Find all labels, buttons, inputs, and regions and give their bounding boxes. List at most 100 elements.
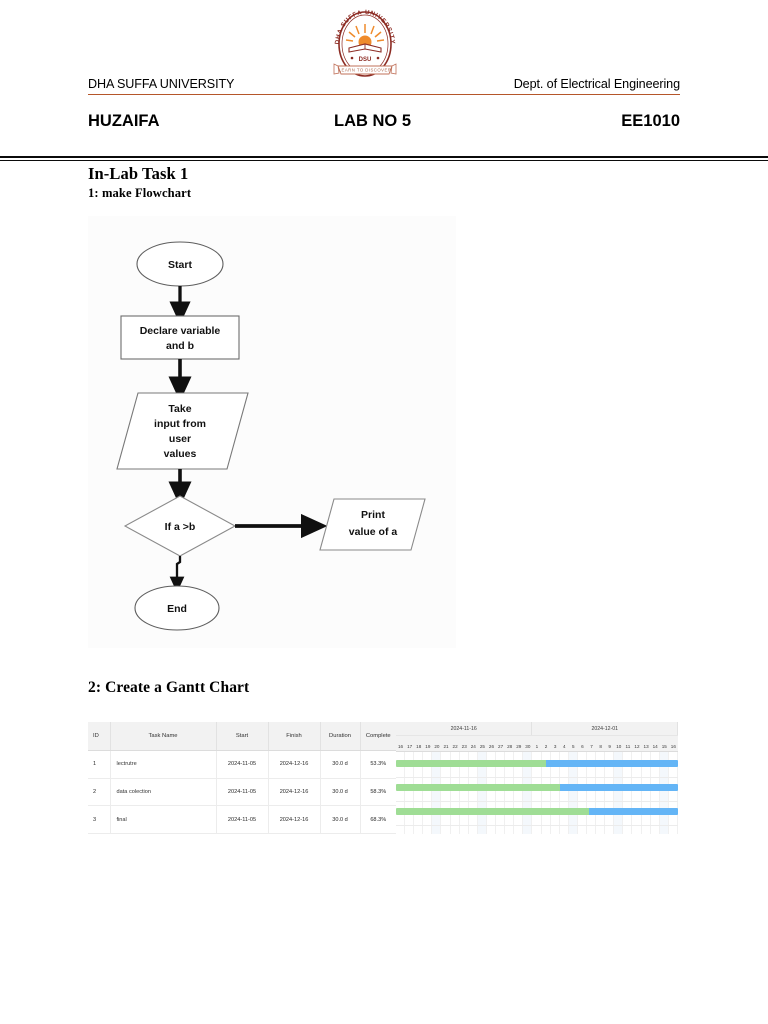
cell-task-name: data colection [110,778,217,807]
gantt-grid-column [651,752,660,834]
cell-duration: 30.0 d [320,750,361,779]
gantt-day-label: 16 [397,744,404,749]
gantt-grid-column [396,752,406,834]
flow-node-print: Print value of a [319,498,426,551]
gantt-row-divider [396,801,678,802]
gantt-day-label: 22 [452,744,458,749]
cell-start: 2024-11-05 [216,750,269,779]
gantt-grid-column [542,752,551,834]
gantt-day-label: 19 [425,744,431,749]
flow-node-declare-label-1: Declare variable [140,325,221,337]
student-name: HUZAIFA [88,112,160,130]
gantt-bar[interactable] [396,808,678,815]
gantt-grid-column [614,752,624,834]
gantt-grid-column [505,752,515,834]
dsu-crest-logo: DHA SUFFA UNIVERSITY DSU [325,6,405,84]
flow-node-input: Take input from user values [116,392,249,470]
gantt-bar-remaining [546,760,678,767]
gantt-day-label: 2 [544,744,548,749]
flow-node-print-label-1: Print [361,509,385,521]
table-row[interactable]: 1 lectrutre 2024-11-05 2024-12-16 30.0 d… [88,750,396,779]
lab-number: LAB NO 5 [334,112,412,130]
course-code: EE1010 [621,112,680,130]
gantt-grid-column [568,752,578,834]
flow-node-end: End [134,585,220,631]
gantt-grid-column [560,752,569,834]
gantt-grid-column [659,752,669,834]
task2-heading: 2: Create a Gantt Chart [88,679,250,696]
gantt-row-divider [396,825,678,826]
gantt-day-label: 13 [643,744,649,749]
cell-start: 2024-11-05 [216,778,269,807]
flowchart-image: Start Declare variable and b Take input … [88,216,456,648]
gantt-grid-column [605,752,615,834]
header-divider-rule [0,156,768,161]
gantt-grid-column [414,752,424,834]
column-header-finish: Finish [268,722,321,751]
gantt-day-label: 24 [470,744,476,749]
gantt-day-label: 1 [535,744,539,749]
header-underline-row: DHA SUFFA UNIVERSITY Dept. of Electrical… [88,77,680,95]
column-header-task-name: Task Name [110,722,217,751]
gantt-grid-column [514,752,524,834]
gantt-day-label: 4 [562,744,566,749]
gantt-chart: ID Task Name Start Finish Duration Compl… [88,722,678,834]
gantt-grid-column [596,752,606,834]
gantt-day-label: 21 [443,744,449,749]
column-header-duration: Duration [320,722,361,751]
gantt-gridlines [396,752,678,834]
gantt-grid-column [623,752,633,834]
gantt-day-label: 20 [434,744,440,749]
gantt-bar-remaining [588,808,678,815]
column-header-start: Start [216,722,269,751]
cell-complete: 58.3% [360,778,396,807]
gantt-day-label: 3 [553,744,557,749]
flow-node-decision-label: If a >b [165,521,196,533]
gantt-day-label: 8 [599,744,602,749]
title-row: HUZAIFA LAB NO 5 EE1010 [88,112,680,136]
svg-text:LEARN TO DISCOVER: LEARN TO DISCOVER [339,68,392,73]
gantt-day-label: 27 [498,744,504,749]
flow-node-decision: If a >b [123,495,237,557]
gantt-table-header-row: ID Task Name Start Finish Duration Compl… [88,722,396,751]
table-row[interactable]: 3 final 2024-11-05 2024-12-16 30.0 d 68.… [88,805,396,834]
gantt-grid-column [460,752,469,834]
gantt-day-label: 17 [407,744,413,749]
gantt-grid-column [632,752,642,834]
gantt-month-label: 2024-12-01 [532,722,678,735]
cell-finish: 2024-12-16 [268,778,321,807]
flow-node-input-label-4: values [164,448,197,460]
gantt-bar-complete [396,808,589,815]
gantt-day-label: 9 [608,744,611,749]
gantt-grid-column [496,752,506,834]
gantt-task-table: ID Task Name Start Finish Duration Compl… [88,722,396,834]
cell-complete: 53.3% [360,750,396,779]
gantt-bar[interactable] [396,760,678,767]
table-row[interactable]: 2 data colection 2024-11-05 2024-12-16 3… [88,778,396,807]
column-header-id: ID [88,722,111,751]
gantt-day-label: 28 [507,744,513,749]
gantt-day-label: 11 [625,744,631,749]
flow-node-input-label-1: Take [168,403,191,415]
gantt-day-label: 29 [516,744,522,749]
gantt-bar-complete [396,784,561,791]
gantt-day-label: 26 [488,744,495,749]
gantt-grid-column [669,752,678,834]
cell-id: 3 [88,805,111,834]
gantt-grid-column [469,752,478,834]
gantt-day-label: 18 [416,744,422,749]
cell-start: 2024-11-05 [216,805,269,834]
gantt-day-label: 5 [572,744,575,749]
cell-id: 2 [88,778,111,807]
gantt-month-label: 2024-11-16 [396,722,533,735]
cell-duration: 30.0 d [320,805,361,834]
gantt-grid-column [405,752,415,834]
flow-node-print-label-2: value of a [349,526,398,538]
gantt-day-label: 25 [479,744,485,749]
gantt-bar[interactable] [396,784,678,791]
flow-node-start-label: Start [168,259,192,271]
flow-node-declare-label-2: and b [166,340,194,352]
cell-duration: 30.0 d [320,778,361,807]
gantt-grid-column [523,752,533,834]
